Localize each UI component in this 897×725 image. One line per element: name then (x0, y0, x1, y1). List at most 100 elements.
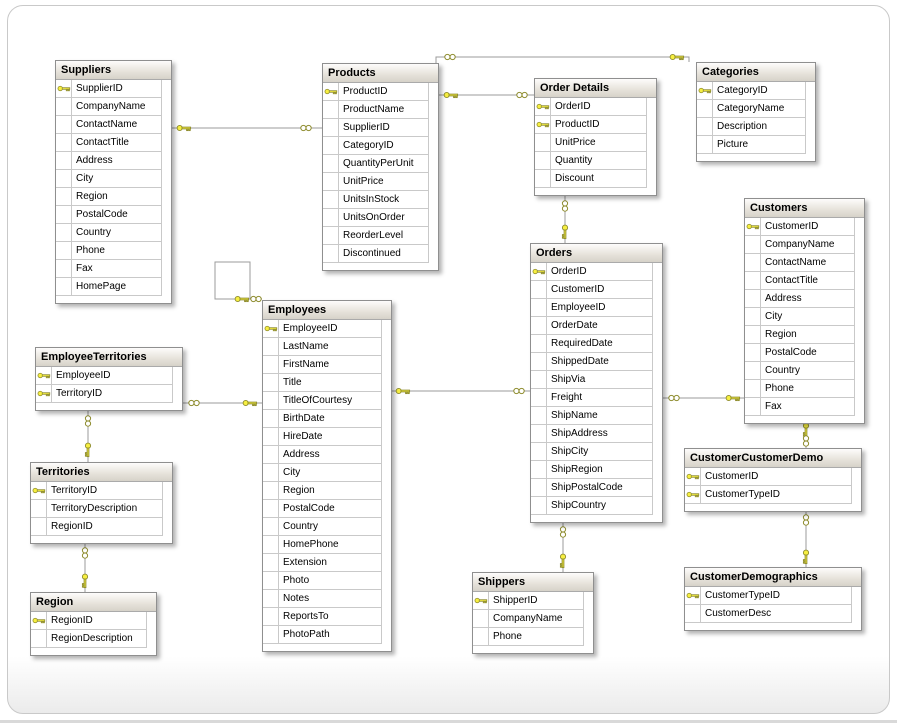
column-row-hiredate[interactable]: HireDate (263, 428, 381, 446)
column-row-phone[interactable]: Phone (473, 628, 583, 646)
column-row-shipperid[interactable]: ShipperID (473, 592, 583, 610)
column-row-territoryid[interactable]: TerritoryID (31, 482, 162, 500)
column-row-customerid[interactable]: CustomerID (685, 468, 851, 486)
relationship-suppliers-products[interactable] (172, 124, 322, 132)
column-row-companyname[interactable]: CompanyName (56, 98, 161, 116)
column-row-country[interactable]: Country (56, 224, 161, 242)
table-title-categories[interactable]: Categories (697, 63, 815, 82)
column-row-regionid[interactable]: RegionID (31, 518, 162, 536)
table-title-employeeterritories[interactable]: EmployeeTerritories (36, 348, 182, 367)
column-row-contacttitle[interactable]: ContactTitle (745, 272, 854, 290)
column-row-shipvia[interactable]: ShipVia (531, 371, 652, 389)
relationship-line[interactable] (214, 261, 262, 300)
table-title-region[interactable]: Region (31, 593, 156, 612)
table-title-shippers[interactable]: Shippers (473, 573, 593, 592)
column-row-phone[interactable]: Phone (56, 242, 161, 260)
table-title-customercustomerdemo[interactable]: CustomerCustomerDemo (685, 449, 861, 468)
column-row-postalcode[interactable]: PostalCode (745, 344, 854, 362)
column-row-productid[interactable]: ProductID (535, 116, 646, 134)
relationship-territories-employeeterritories[interactable] (84, 410, 92, 462)
column-row-firstname[interactable]: FirstName (263, 356, 381, 374)
column-row-customertypeid[interactable]: CustomerTypeID (685, 486, 851, 504)
column-row-regionid[interactable]: RegionID (31, 612, 146, 630)
column-row-city[interactable]: City (745, 308, 854, 326)
relationship-customers-customercustomerdemo[interactable] (802, 422, 810, 448)
column-row-productid[interactable]: ProductID (323, 83, 428, 101)
column-row-employeeid[interactable]: EmployeeID (263, 320, 381, 338)
column-row-country[interactable]: Country (745, 362, 854, 380)
table-title-territories[interactable]: Territories (31, 463, 172, 482)
column-row-homepage[interactable]: HomePage (56, 278, 161, 296)
table-title-customers[interactable]: Customers (745, 199, 864, 218)
column-row-city[interactable]: City (56, 170, 161, 188)
relationship-customerdemographics-customercustomerdemo[interactable] (802, 511, 810, 567)
table-title-customerdemographics[interactable]: CustomerDemographics (685, 568, 861, 587)
column-row-photopath[interactable]: PhotoPath (263, 626, 381, 644)
relationship-region-territories[interactable] (81, 543, 89, 592)
column-row-orderid[interactable]: OrderID (531, 263, 652, 281)
column-row-categoryid[interactable]: CategoryID (323, 137, 428, 155)
column-row-address[interactable]: Address (56, 152, 161, 170)
column-row-supplierid[interactable]: SupplierID (323, 119, 428, 137)
column-row-extension[interactable]: Extension (263, 554, 381, 572)
column-row-birthdate[interactable]: BirthDate (263, 410, 381, 428)
table-title-employees[interactable]: Employees (263, 301, 391, 320)
column-row-picture[interactable]: Picture (697, 136, 805, 154)
column-row-region[interactable]: Region (56, 188, 161, 206)
column-row-unitprice[interactable]: UnitPrice (535, 134, 646, 152)
relationship-employees-orders[interactable] (392, 387, 530, 395)
column-row-employeeid[interactable]: EmployeeID (36, 367, 172, 385)
column-row-postalcode[interactable]: PostalCode (263, 500, 381, 518)
column-row-reorderlevel[interactable]: ReorderLevel (323, 227, 428, 245)
column-row-description[interactable]: Description (697, 118, 805, 136)
column-row-shippostalcode[interactable]: ShipPostalCode (531, 479, 652, 497)
table-title-suppliers[interactable]: Suppliers (56, 61, 171, 80)
column-row-fax[interactable]: Fax (745, 398, 854, 416)
column-row-freight[interactable]: Freight (531, 389, 652, 407)
column-row-quantityperunit[interactable]: QuantityPerUnit (323, 155, 428, 173)
column-row-contacttitle[interactable]: ContactTitle (56, 134, 161, 152)
column-row-unitsonorder[interactable]: UnitsOnOrder (323, 209, 428, 227)
relationship-employees-self-reportsto[interactable] (214, 261, 262, 303)
column-row-photo[interactable]: Photo (263, 572, 381, 590)
column-row-territorydescription[interactable]: TerritoryDescription (31, 500, 162, 518)
column-row-titleofcourtesy[interactable]: TitleOfCourtesy (263, 392, 381, 410)
column-row-requireddate[interactable]: RequiredDate (531, 335, 652, 353)
column-row-lastname[interactable]: LastName (263, 338, 381, 356)
relationship-customers-orders[interactable] (663, 394, 744, 402)
column-row-customerid[interactable]: CustomerID (531, 281, 652, 299)
column-row-customerdesc[interactable]: CustomerDesc (685, 605, 851, 623)
column-row-regiondescription[interactable]: RegionDescription (31, 630, 146, 648)
relationship-orders-order-details[interactable] (561, 195, 569, 243)
column-row-contactname[interactable]: ContactName (745, 254, 854, 272)
column-row-fax[interactable]: Fax (56, 260, 161, 278)
column-row-country[interactable]: Country (263, 518, 381, 536)
column-row-unitsinstock[interactable]: UnitsInStock (323, 191, 428, 209)
column-row-city[interactable]: City (263, 464, 381, 482)
column-row-title[interactable]: Title (263, 374, 381, 392)
column-row-customertypeid[interactable]: CustomerTypeID (685, 587, 851, 605)
column-row-discontinued[interactable]: Discontinued (323, 245, 428, 263)
column-row-address[interactable]: Address (263, 446, 381, 464)
column-row-postalcode[interactable]: PostalCode (56, 206, 161, 224)
column-row-orderdate[interactable]: OrderDate (531, 317, 652, 335)
column-row-productname[interactable]: ProductName (323, 101, 428, 119)
column-row-phone[interactable]: Phone (745, 380, 854, 398)
column-row-employeeid[interactable]: EmployeeID (531, 299, 652, 317)
column-row-address[interactable]: Address (745, 290, 854, 308)
column-row-orderid[interactable]: OrderID (535, 98, 646, 116)
column-row-quantity[interactable]: Quantity (535, 152, 646, 170)
column-row-shipregion[interactable]: ShipRegion (531, 461, 652, 479)
